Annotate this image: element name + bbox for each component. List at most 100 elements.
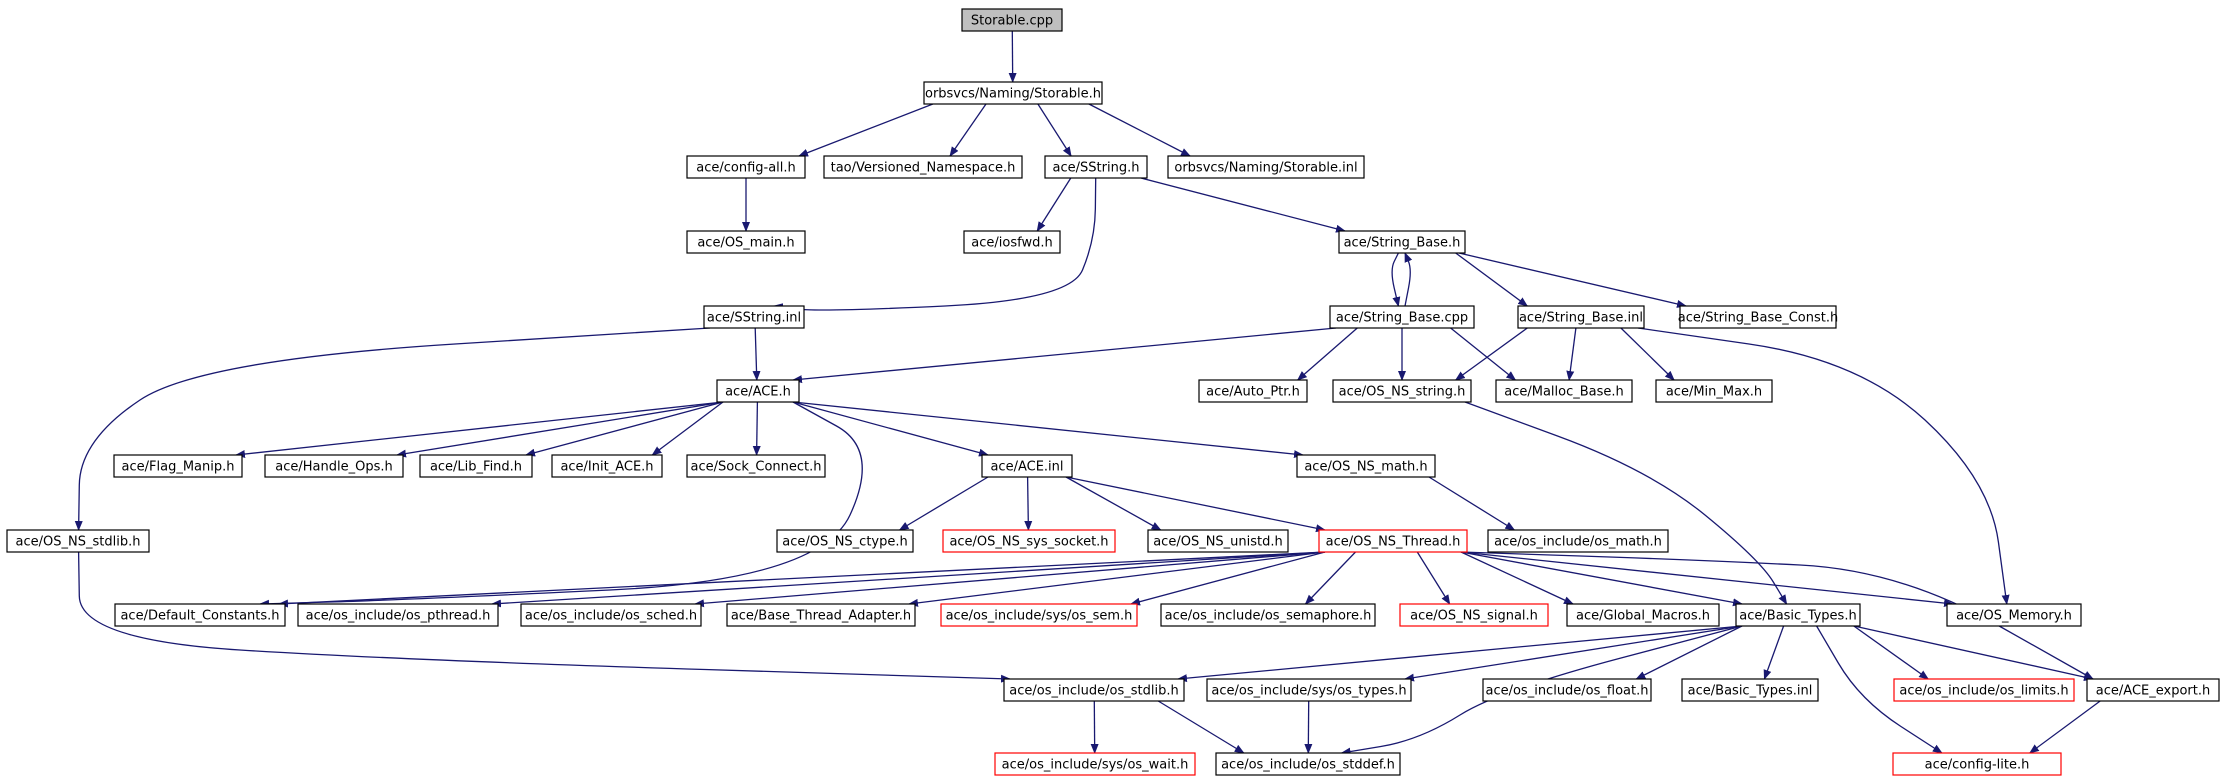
node-box xyxy=(1487,529,1669,553)
node-box xyxy=(1946,603,2082,627)
node-config-lite[interactable]: ace/config-lite.h xyxy=(1892,752,2062,776)
node-string-base-cpp[interactable]: ace/String_Base.cpp xyxy=(1329,305,1475,329)
node-string-base-h[interactable]: ace/String_Base.h xyxy=(1338,230,1466,254)
node-os-sys-wait[interactable]: ace/os_include/sys/os_wait.h xyxy=(994,752,1196,776)
node-default-constants[interactable]: ace/Default_Constants.h xyxy=(114,603,286,627)
node-base-thread-adapter[interactable]: ace/Base_Thread_Adapter.h xyxy=(726,603,916,627)
node-root: Storable.cpp xyxy=(961,8,1063,32)
node-global-macros[interactable]: ace/Global_Macros.h xyxy=(1566,603,1720,627)
node-label: ace/OS_NS_signal.h xyxy=(1410,609,1538,624)
node-string-base-const[interactable]: ace/String_Base_Const.h xyxy=(1678,305,1838,329)
node-os-sched[interactable]: ace/os_include/os_sched.h xyxy=(520,603,702,627)
node-os-ns-thread[interactable]: ace/OS_NS_Thread.h xyxy=(1318,529,1468,553)
edge-os_ns_thread-to-base_thread_adapter xyxy=(908,551,1326,607)
node-box xyxy=(551,454,663,478)
node-os-stdlib[interactable]: ace/os_include/os_stdlib.h xyxy=(1003,678,1185,702)
node-box xyxy=(419,454,533,478)
node-label: ace/String_Base.h xyxy=(1344,236,1461,251)
node-storable-inl[interactable]: orbsvcs/Naming/Storable.inl xyxy=(1167,155,1365,179)
node-box xyxy=(1338,230,1466,254)
edge-ace_export-to-config_lite xyxy=(2028,700,2101,754)
edge-string_base_h-to-string_base_const xyxy=(1458,252,1687,308)
node-storable-h[interactable]: orbsvcs/Naming/Storable.h xyxy=(923,81,1103,105)
node-label: ace/Malloc_Base.h xyxy=(1504,385,1624,400)
node-os-sys-types[interactable]: ace/os_include/sys/os_types.h xyxy=(1206,678,1412,702)
node-os-limits[interactable]: ace/os_include/os_limits.h xyxy=(1893,678,2075,702)
node-os-ns-string[interactable]: ace/OS_NS_string.h xyxy=(1332,379,1472,403)
node-label: ace/OS_NS_stdlib.h xyxy=(16,535,141,550)
node-os-memory[interactable]: ace/OS_Memory.h xyxy=(1946,603,2082,627)
node-os-stddef[interactable]: ace/os_include/os_stddef.h xyxy=(1215,752,1401,776)
edge-ace_h-to-default_constants xyxy=(259,401,863,608)
node-malloc-base[interactable]: ace/Malloc_Base.h xyxy=(1495,379,1633,403)
node-box xyxy=(1679,305,1837,329)
node-box xyxy=(994,752,1196,776)
node-auto-ptr[interactable]: ace/Auto_Ptr.h xyxy=(1198,379,1308,403)
edge-ace_h-to-os_ns_math xyxy=(792,401,1304,459)
node-sstring-h[interactable]: ace/SString.h xyxy=(1044,155,1148,179)
node-label: ace/OS_NS_string.h xyxy=(1339,385,1466,400)
node-box xyxy=(2086,678,2220,702)
edge-string_base_cpp-to-string_base_h xyxy=(1404,252,1413,307)
node-label: Storable.cpp xyxy=(971,14,1053,29)
node-box xyxy=(942,529,1116,553)
node-label: ace/iosfwd.h xyxy=(971,236,1052,251)
node-min-max[interactable]: ace/Min_Max.h xyxy=(1655,379,1773,403)
edge-sstring_h-to-sstring_inl xyxy=(772,177,1097,312)
node-os-ns-sys-socket[interactable]: ace/OS_NS_sys_socket.h xyxy=(942,529,1116,553)
node-box xyxy=(1160,603,1376,627)
node-os-float[interactable]: ace/os_include/os_float.h xyxy=(1482,678,1652,702)
node-box xyxy=(1318,529,1468,553)
dependency-edges xyxy=(74,30,2101,756)
node-sock-connect[interactable]: ace/Sock_Connect.h xyxy=(686,454,826,478)
edge-ace_inl-to-os_ns_unistd xyxy=(1065,476,1162,531)
node-label: ace/Init_ACE.h xyxy=(560,460,653,475)
node-ace-export[interactable]: ace/ACE_export.h xyxy=(2086,678,2220,702)
node-os-main[interactable]: ace/OS_main.h xyxy=(686,230,806,254)
node-flag-manip[interactable]: ace/Flag_Manip.h xyxy=(113,454,243,478)
node-iosfwd[interactable]: ace/iosfwd.h xyxy=(963,230,1061,254)
node-os-ns-unistd[interactable]: ace/OS_NS_unistd.h xyxy=(1147,529,1289,553)
node-config-all[interactable]: ace/config-all.h xyxy=(686,155,806,179)
node-versioned[interactable]: tao/Versioned_Namespace.h xyxy=(823,155,1023,179)
edge-string_base_cpp-to-malloc_base xyxy=(1450,327,1517,381)
node-os-ns-ctype[interactable]: ace/OS_NS_ctype.h xyxy=(776,529,914,553)
node-label: ace/config-lite.h xyxy=(1925,758,2030,773)
edge-ace_h-to-handle_ops xyxy=(396,401,724,458)
edge-ace_inl-to-os_ns_sys_socket xyxy=(1024,476,1033,531)
node-sstring-inl[interactable]: ace/SString.inl xyxy=(703,305,805,329)
node-box xyxy=(981,454,1073,478)
node-handle-ops[interactable]: ace/Handle_Ops.h xyxy=(264,454,404,478)
node-box xyxy=(1329,305,1475,329)
node-label: ace/OS_NS_sys_socket.h xyxy=(949,535,1108,550)
node-label: ace/SString.h xyxy=(1053,161,1140,176)
node-label: ace/os_include/os_stdlib.h xyxy=(1009,684,1178,699)
node-os-semaphore[interactable]: ace/os_include/os_semaphore.h xyxy=(1160,603,1376,627)
node-box xyxy=(1566,603,1720,627)
edge-basic_types_h-to-ace_export xyxy=(1853,625,2094,681)
node-lib-find[interactable]: ace/Lib_Find.h xyxy=(419,454,533,478)
node-string-base-inl[interactable]: ace/String_Base.inl xyxy=(1517,305,1645,329)
node-init-ace[interactable]: ace/Init_ACE.h xyxy=(551,454,663,478)
edge-string_base_h-to-string_base_cpp xyxy=(1391,252,1401,307)
node-os-ns-math[interactable]: ace/OS_NS_math.h xyxy=(1296,454,1436,478)
node-box xyxy=(1167,155,1365,179)
node-box xyxy=(1399,603,1549,627)
node-label: ace/OS_NS_math.h xyxy=(1304,460,1427,475)
edge-string_base_cpp-to-ace_h xyxy=(792,327,1337,384)
node-basic-types-inl[interactable]: ace/Basic_Types.inl xyxy=(1681,678,1819,702)
edge-os_ns_thread-to-basic_types_h xyxy=(1460,551,1743,607)
node-ace-h[interactable]: ace/ACE.h xyxy=(716,379,800,403)
node-label: ace/Basic_Types.inl xyxy=(1688,684,1813,699)
edge-string_base_inl-to-malloc_base xyxy=(1566,327,1577,381)
node-os-include-math[interactable]: ace/os_include/os_math.h xyxy=(1487,529,1669,553)
node-os-ns-stdlib[interactable]: ace/OS_NS_stdlib.h xyxy=(6,529,150,553)
node-box xyxy=(1681,678,1819,702)
node-os-sys-sem[interactable]: ace/os_include/sys/os_sem.h xyxy=(940,603,1138,627)
node-ace-inl[interactable]: ace/ACE.inl xyxy=(981,454,1073,478)
node-os-ns-signal[interactable]: ace/OS_NS_signal.h xyxy=(1399,603,1549,627)
node-box xyxy=(716,379,800,403)
node-basic-types-h[interactable]: ace/Basic_Types.h xyxy=(1735,603,1861,627)
node-label: ace/Handle_Ops.h xyxy=(275,460,392,475)
node-os-pthread[interactable]: ace/os_include/os_pthread.h xyxy=(297,603,499,627)
